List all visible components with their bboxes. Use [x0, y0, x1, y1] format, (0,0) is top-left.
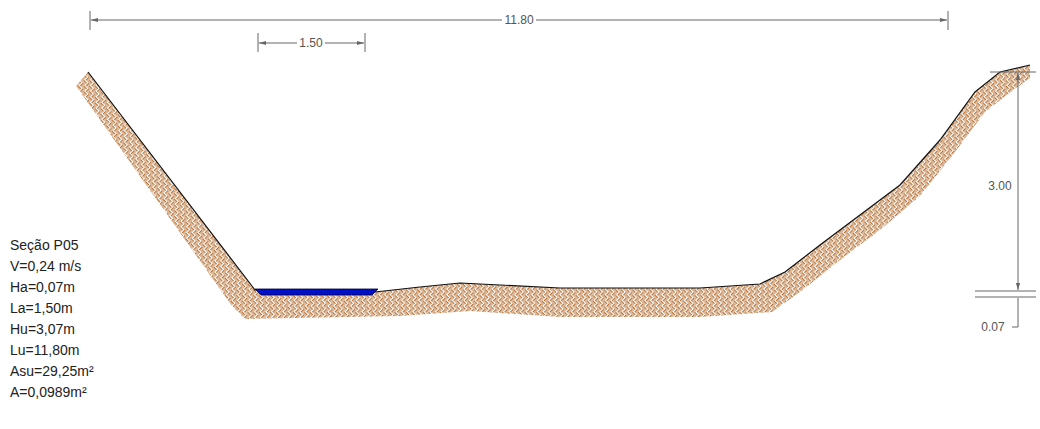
dimension-text: 0.07	[979, 321, 1006, 333]
info-text: La=1,50m	[10, 301, 73, 315]
dimension-text: 3.00	[986, 180, 1013, 192]
water-body	[255, 289, 378, 295]
ground-hatch	[76, 65, 1030, 319]
dimension-text: 11.80	[502, 14, 535, 26]
info-text: Asu=29,25m²	[10, 364, 94, 378]
ground-surface	[88, 65, 1030, 292]
dimension-lines	[90, 11, 1036, 327]
info-text: Ha=0,07m	[10, 280, 75, 294]
info-text: Lu=11,80m	[10, 343, 79, 357]
info-text: Hu=3,07m	[10, 322, 75, 336]
section-name: Seção P05	[10, 238, 79, 252]
info-text: A=0,0989m²	[10, 385, 87, 399]
info-text: V=0,24 m/s	[10, 259, 81, 273]
dimension-text: 1.50	[297, 37, 324, 49]
